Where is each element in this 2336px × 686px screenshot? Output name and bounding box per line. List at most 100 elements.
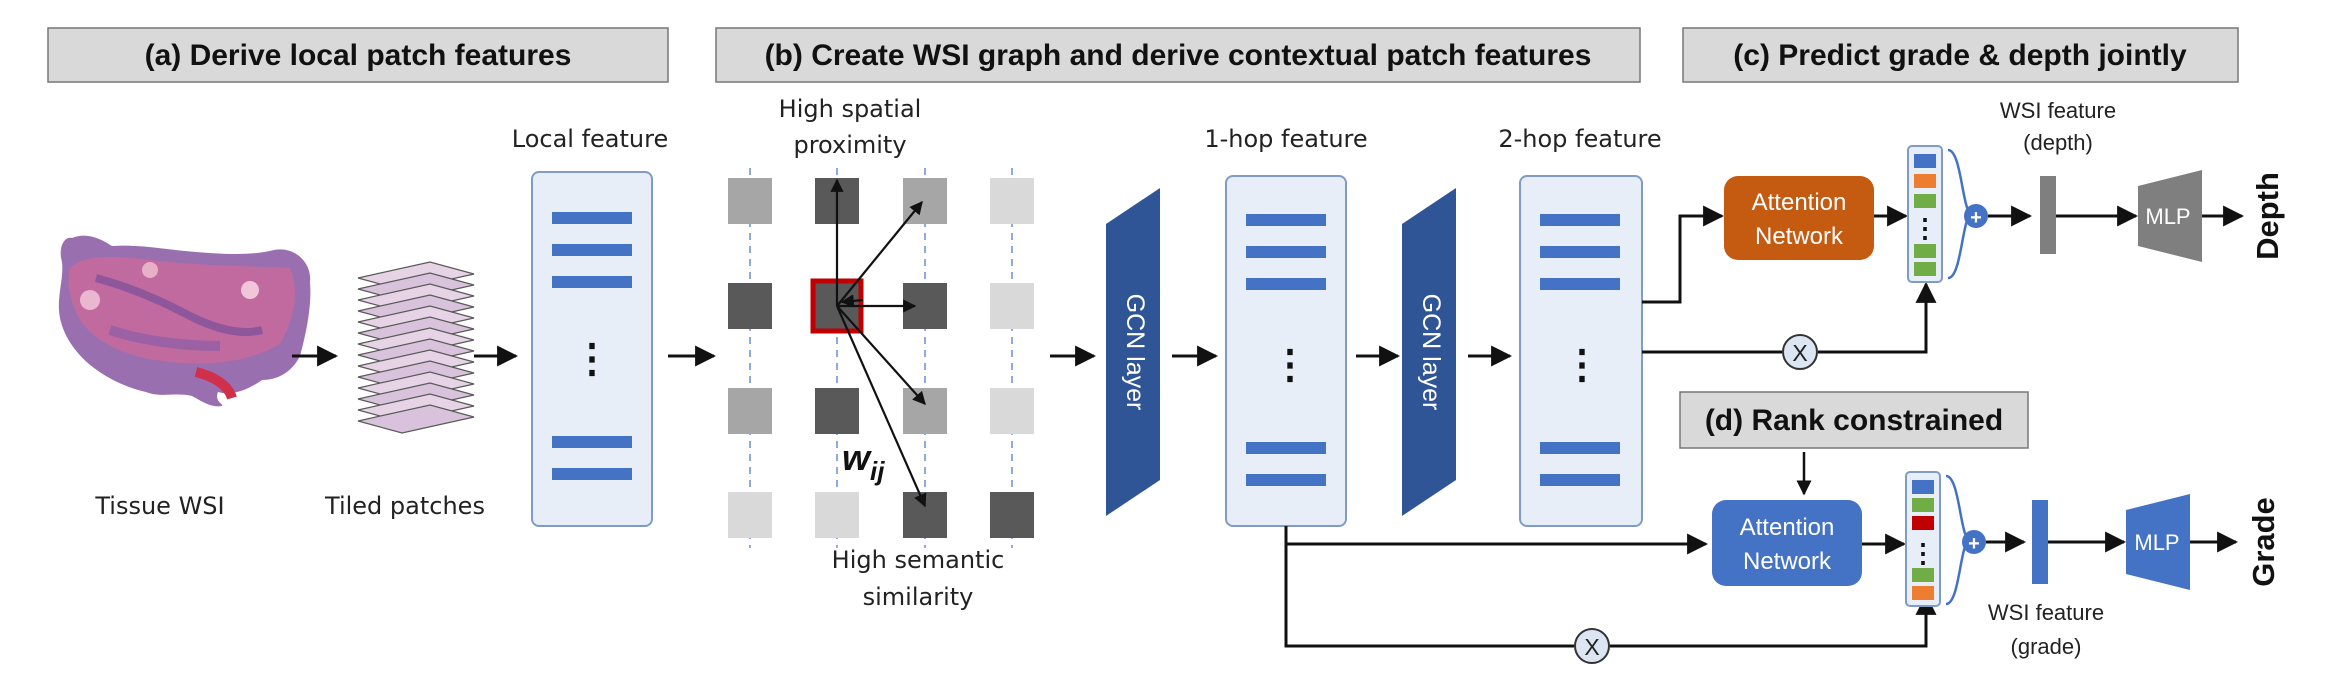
feature-bar	[1540, 214, 1620, 226]
line-hop1-to-multiply-grade	[1284, 544, 1574, 648]
edge-arrow	[836, 200, 923, 307]
spatial-proximity-line2: proximity	[793, 131, 906, 159]
edge-arrow	[840, 294, 864, 308]
wsi-feature-grade-bar	[2032, 500, 2048, 584]
hop2-feature-label: 2-hop feature	[1498, 125, 1661, 153]
feature-bar	[552, 244, 632, 256]
feature-bar	[1540, 442, 1620, 454]
attention-network-depth: Attention Network	[1724, 176, 1874, 260]
section-d-title: (d) Rank constrained	[1705, 404, 2003, 437]
hop1-feature-vector: ⋮	[1225, 175, 1347, 527]
arrow-hop1-to-attention-grade	[1284, 526, 1709, 555]
vector-cell	[1914, 262, 1936, 276]
grade-output-label: Grade	[2246, 497, 2281, 587]
vector-cell	[1912, 568, 1934, 582]
wsi-feature-grade-line1: WSI feature	[1988, 600, 2104, 625]
graph-node	[903, 388, 947, 434]
graph-node	[728, 283, 772, 329]
multiply-depth-symbol: X	[1792, 340, 1807, 366]
edge-arrow	[836, 305, 926, 405]
feature-bar	[1540, 474, 1620, 486]
gcn-layer-2: GCN layer	[1402, 188, 1456, 516]
attention-grade-line2: Network	[1743, 548, 1832, 575]
multiply-circle-icon: X	[1574, 628, 1610, 664]
graph-node	[728, 178, 772, 224]
graph-node	[815, 388, 859, 434]
graph-node	[903, 492, 947, 538]
mlp-grade-label: MLP	[2134, 530, 2179, 555]
section-a-header: (a) Derive local patch features	[47, 27, 669, 83]
hop1-feature-label: 1-hop feature	[1204, 125, 1367, 153]
feature-bar	[552, 436, 632, 448]
wsi-feature-depth-bar	[2040, 176, 2056, 254]
hop2-feature-vector: ⋮	[1519, 175, 1643, 527]
wsi-feature-grade-line2: (grade)	[2011, 634, 2082, 659]
tissue-slide-image	[58, 235, 311, 407]
edge-arrow	[835, 305, 927, 508]
depth-attention-vector: ⋮	[1907, 145, 1943, 283]
feature-bar	[1246, 246, 1326, 258]
ellipsis: ⋮	[1910, 538, 1936, 568]
edge-weight-symbol: wij	[842, 437, 885, 486]
vector-cell	[1912, 480, 1934, 494]
vector-cell	[1914, 194, 1936, 208]
graph-node	[990, 388, 1034, 434]
vector-cell	[1912, 498, 1934, 512]
mlp-grade: MLP	[2126, 494, 2190, 590]
feature-bar	[1246, 214, 1326, 226]
attention-grade-line1: Attention	[1740, 514, 1835, 541]
vector-cell	[1912, 586, 1934, 600]
feature-bar	[552, 468, 632, 480]
multiply-grade-symbol: X	[1584, 634, 1599, 660]
arrow-hop2-to-attention-depth	[1642, 205, 1725, 304]
tissue-wsi-label: Tissue WSI	[94, 492, 224, 520]
plus-circle-icon: +	[1964, 204, 1988, 229]
local-feature-vector: ⋮	[531, 171, 653, 527]
section-d-header: (d) Rank constrained	[1679, 391, 2029, 449]
plus-depth-symbol: +	[1970, 207, 1982, 229]
section-c-header: (c) Predict grade & depth jointly	[1682, 27, 2239, 83]
vector-cell	[1914, 244, 1936, 258]
graph-node	[990, 178, 1034, 224]
graph-node	[728, 388, 772, 434]
grade-attention-vector: ⋮	[1905, 471, 1941, 607]
spatial-proximity-line1: High spatial	[779, 95, 922, 123]
ellipsis: ⋮	[1562, 343, 1602, 387]
vector-cell	[1914, 154, 1936, 168]
patch-tile	[357, 404, 475, 434]
wsi-feature-depth-line1: WSI feature	[2000, 98, 2116, 123]
graph-node	[990, 492, 1034, 538]
semantic-similarity-line1: High semantic	[832, 546, 1005, 574]
local-feature-label: Local feature	[512, 125, 668, 153]
attention-depth-line2: Network	[1755, 223, 1844, 250]
feature-bar	[1246, 442, 1326, 454]
mlp-depth-label: MLP	[2145, 204, 2190, 229]
attention-network-grade: Attention Network	[1712, 500, 1862, 586]
tiled-patch-stack	[357, 261, 475, 434]
feature-bar	[1540, 246, 1620, 258]
semantic-similarity-line2: similarity	[863, 583, 974, 611]
attention-depth-line1: Attention	[1752, 189, 1847, 216]
wsi-feature-depth-line2: (depth)	[2023, 130, 2093, 155]
tiled-patches-label: Tiled patches	[324, 492, 485, 520]
mlp-depth: MLP	[2138, 170, 2202, 262]
ellipsis: ⋮	[1912, 213, 1938, 243]
section-b-header: (b) Create WSI graph and derive contextu…	[715, 27, 1641, 83]
patch-graph	[728, 168, 1034, 548]
arrow-multiply-to-grade-vector	[1610, 593, 1937, 648]
arrow-multiply-to-depth-vector	[1818, 281, 1937, 354]
section-c-title: (c) Predict grade & depth jointly	[1733, 39, 2187, 72]
depth-output-label: Depth	[2250, 172, 2285, 260]
graph-node	[728, 492, 772, 538]
feature-bar	[552, 276, 632, 288]
plus-grade-symbol: +	[1968, 533, 1980, 555]
vector-cell	[1914, 174, 1936, 188]
feature-bar	[1246, 278, 1326, 290]
gcn-layer-1-label: GCN layer	[1121, 294, 1149, 411]
multiply-circle-icon: X	[1782, 334, 1818, 370]
plus-circle-icon: +	[1962, 530, 1986, 555]
ellipsis: ⋮	[572, 337, 612, 381]
gcn-layer-1: GCN layer	[1106, 188, 1160, 516]
feature-bar	[1246, 474, 1326, 486]
